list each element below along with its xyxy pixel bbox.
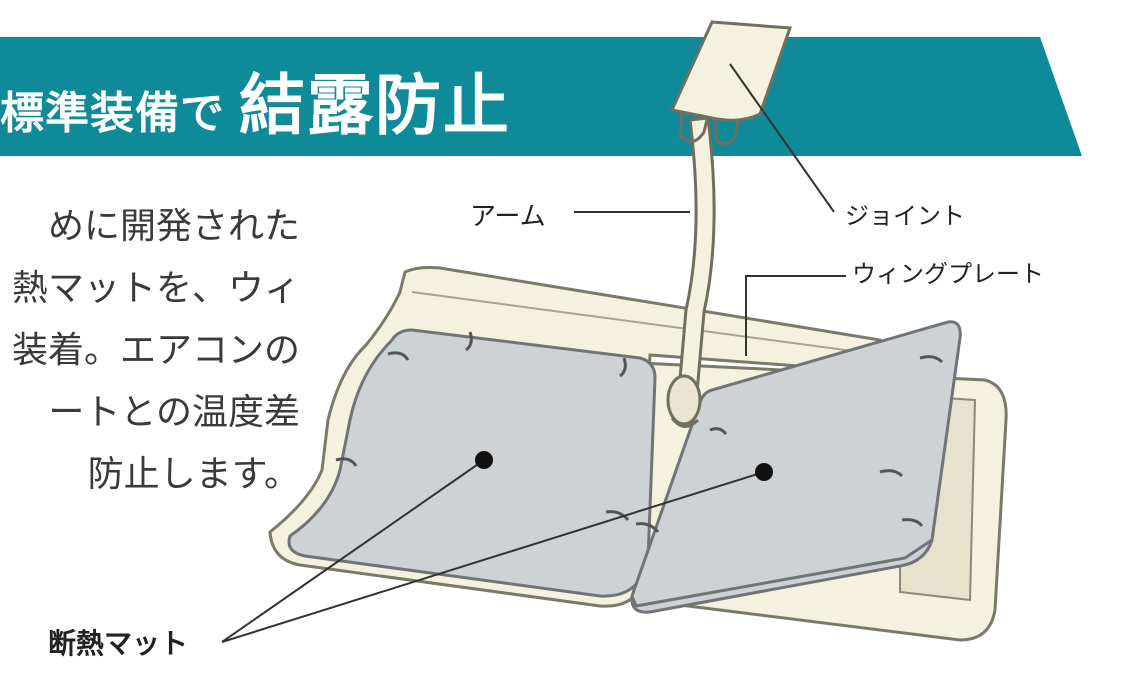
arm xyxy=(676,116,716,406)
label-insulation-mat: 断熱マット xyxy=(48,627,189,660)
banner-title-main: 結露防止 xyxy=(239,67,511,144)
title-banner xyxy=(0,37,1082,156)
insulation-mat-left xyxy=(287,328,657,598)
description-line: 熱マットを、ウィ xyxy=(11,268,300,309)
description-line: 防止します。 xyxy=(87,454,300,495)
joint-clip xyxy=(678,111,740,146)
mat-dot-left xyxy=(475,451,493,469)
leader-lines xyxy=(221,63,846,643)
mat-dot-right xyxy=(755,463,773,481)
arm-hinge xyxy=(670,417,700,428)
mat-clips xyxy=(335,331,944,533)
banner-title: 標準装備で結露防止 xyxy=(0,52,511,148)
description-line: めに開発された xyxy=(47,206,300,247)
insulation-mat-right-edge xyxy=(630,538,933,608)
label-arm: アーム xyxy=(470,202,546,232)
description-line: 装着。エアコンの xyxy=(11,330,300,371)
description-text: めに開発された 熱マットを、ウィ 装着。エアコンの ートとの温度差 防止します。 xyxy=(0,196,300,506)
arm-pivot xyxy=(666,374,702,426)
banner-title-prefix: 標準装備で xyxy=(0,88,225,139)
label-joint: ジョイント xyxy=(845,202,965,230)
label-wing-plate: ウィングプレート xyxy=(852,260,1044,288)
description-line: ートとの温度差 xyxy=(48,392,300,433)
insulation-mat-right xyxy=(630,320,962,614)
